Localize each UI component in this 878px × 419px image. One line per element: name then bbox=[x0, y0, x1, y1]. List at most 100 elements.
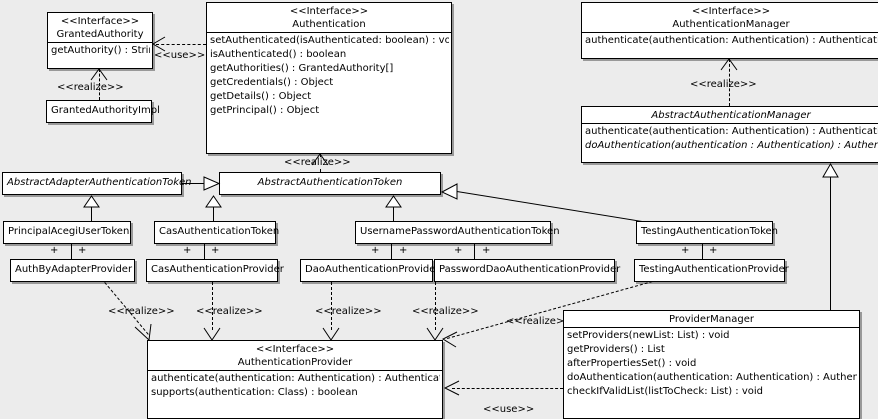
use-arrowhead-granted-authority bbox=[152, 36, 166, 52]
realize-arrowhead-password-dao-provider bbox=[426, 327, 444, 341]
association-line-cas bbox=[204, 244, 205, 259]
generalization-line-cas-token bbox=[213, 206, 214, 221]
class-cas-authentication-provider-header: CasAuthenticationProvider bbox=[147, 260, 284, 279]
class-authentication-provider[interactable]: <<Interface>> AuthenticationProvider aut… bbox=[147, 340, 443, 419]
class-provider-manager-methods: setProviders(newList: List) : void getPr… bbox=[564, 327, 859, 400]
generalization-arrowhead-cas-token bbox=[205, 195, 222, 208]
class-name: GrantedAuthority bbox=[56, 29, 144, 40]
method-set-authenticated: setAuthenticated(isAuthenticated: boolea… bbox=[210, 35, 449, 46]
class-abstract-authentication-manager[interactable]: AbstractAuthenticationManager authentica… bbox=[581, 106, 878, 163]
class-name: AbstractAuthenticationToken bbox=[257, 177, 403, 188]
class-authentication-header: <<Interface>> Authentication bbox=[207, 3, 451, 32]
class-name: AuthByAdapterProvider bbox=[15, 264, 133, 275]
class-testing-authentication-token-header: TestingAuthenticationToken bbox=[637, 222, 779, 241]
class-granted-authority-impl[interactable]: GrantedAuthorityImpl bbox=[46, 100, 160, 123]
class-granted-authority[interactable]: <<Interface>> GrantedAuthority getAuthor… bbox=[47, 12, 153, 69]
class-abstract-authentication-token[interactable]: AbstractAuthenticationToken bbox=[219, 172, 441, 195]
use-label-provider-manager: <<use>> bbox=[483, 404, 535, 415]
association-plus-upat-dao: + bbox=[371, 245, 380, 256]
class-cas-authentication-provider[interactable]: CasAuthenticationProvider bbox=[146, 259, 284, 282]
association-plus-testing-token: + bbox=[681, 245, 690, 256]
realize-arrowhead-cas-provider bbox=[203, 327, 221, 341]
use-line-provider-manager bbox=[452, 388, 563, 389]
class-authentication-manager-methods: authenticate(authentication: Authenticat… bbox=[582, 32, 878, 49]
class-password-dao-authentication-provider-header: PasswordDaoAuthenticationProvider bbox=[435, 260, 620, 279]
generalization-line-provider-manager bbox=[830, 177, 831, 310]
class-name: UsernamePasswordAuthenticationToken bbox=[360, 226, 560, 237]
method-get-authorities: getAuthorities() : GrantedAuthority[] bbox=[210, 63, 394, 74]
use-line-authentication-granted-authority bbox=[156, 44, 206, 45]
class-abstract-authentication-manager-methods: authenticate(authentication: Authenticat… bbox=[582, 123, 878, 154]
method-is-authenticated: isAuthenticated() : boolean bbox=[210, 49, 347, 60]
association-line-testing bbox=[702, 244, 703, 259]
class-cas-authentication-token[interactable]: CasAuthenticationToken bbox=[154, 221, 280, 244]
class-name: CasAuthenticationProvider bbox=[151, 264, 284, 275]
class-testing-authentication-token[interactable]: TestingAuthenticationToken bbox=[636, 221, 779, 244]
class-name: GrantedAuthorityImpl bbox=[51, 105, 160, 116]
realize-arrowhead-granted-authority-impl bbox=[90, 68, 108, 81]
class-provider-manager[interactable]: ProviderManager setProviders(newList: Li… bbox=[563, 310, 860, 419]
class-username-password-authentication-token-header: UsernamePasswordAuthenticationToken bbox=[356, 222, 560, 241]
class-granted-authority-impl-header: GrantedAuthorityImpl bbox=[47, 101, 160, 120]
method-get-principal: getPrincipal() : Object bbox=[210, 105, 320, 116]
realize-label-abstract-authentication-manager: <<realize>> bbox=[690, 79, 757, 90]
realize-line-granted-authority-impl bbox=[99, 69, 100, 100]
realize-label-cas-provider: <<realize>> bbox=[196, 306, 263, 317]
class-name: TestingAuthenticationToken bbox=[641, 226, 779, 237]
realize-arrowhead-dao-provider bbox=[322, 327, 340, 341]
class-abstract-adapter-authentication-token[interactable]: AbstractAdapterAuthenticationToken bbox=[2, 172, 192, 195]
realize-arrowhead-abstract-authentication-manager bbox=[720, 58, 738, 71]
class-authentication-manager-header: <<Interface>> AuthenticationManager bbox=[582, 3, 878, 32]
generalization-line-username-password-token bbox=[393, 206, 394, 221]
realize-label-dao-provider: <<realize>> bbox=[315, 306, 382, 317]
realize-label-granted-authority-impl: <<realize>> bbox=[57, 82, 124, 93]
method-authenticate: authenticate(authentication: Authenticat… bbox=[585, 35, 878, 46]
class-name: CasAuthenticationToken bbox=[159, 226, 280, 237]
class-authentication[interactable]: <<Interface>> Authentication setAuthenti… bbox=[206, 2, 452, 154]
stereotype-interface: <<Interface>> bbox=[289, 6, 369, 17]
realize-arrowhead-testing-provider bbox=[441, 331, 458, 348]
association-plus-testing-provider: + bbox=[709, 245, 718, 256]
class-cas-authentication-token-header: CasAuthenticationToken bbox=[155, 222, 280, 241]
class-auth-by-adapter-provider-header: AuthByAdapterProvider bbox=[11, 260, 134, 279]
class-dao-authentication-provider-header: DaoAuthenticationProvider bbox=[301, 260, 440, 279]
stereotype-interface: <<Interface>> bbox=[60, 16, 140, 27]
method-set-providers: setProviders(newList: List) : void bbox=[567, 330, 730, 341]
class-authentication-methods: setAuthenticated(isAuthenticated: boolea… bbox=[207, 32, 451, 119]
generalization-line-adapter-token bbox=[182, 183, 204, 184]
realize-line-dao-provider bbox=[331, 282, 332, 330]
association-line-passworddao bbox=[474, 244, 475, 259]
generalization-line-principal-acegi bbox=[91, 206, 92, 221]
class-abstract-authentication-manager-header: AbstractAuthenticationManager bbox=[582, 107, 878, 123]
class-granted-authority-methods: getAuthority() : String bbox=[48, 42, 152, 59]
use-label-authentication-granted-authority: <<use>> bbox=[154, 50, 206, 61]
class-auth-by-adapter-provider[interactable]: AuthByAdapterProvider bbox=[10, 259, 135, 282]
generalization-arrowhead-adapter-token bbox=[203, 176, 221, 191]
class-password-dao-authentication-provider[interactable]: PasswordDaoAuthenticationProvider bbox=[434, 259, 620, 282]
method-get-providers: getProviders() : List bbox=[567, 344, 665, 355]
realize-label-abstract-authentication-token: <<realize>> bbox=[283, 157, 352, 168]
class-name: AuthenticationProvider bbox=[237, 357, 353, 368]
class-principal-acegi-user-token[interactable]: PrincipalAcegiUserToken bbox=[3, 221, 131, 244]
realize-line-password-dao-provider bbox=[435, 282, 436, 330]
method-get-authority: getAuthority() : String bbox=[51, 45, 150, 56]
method-authenticate: authenticate(authentication: Authenticat… bbox=[585, 126, 878, 137]
stereotype-interface: <<Interface>> bbox=[691, 6, 771, 17]
class-name: PrincipalAcegiUserToken bbox=[8, 226, 130, 237]
class-username-password-authentication-token[interactable]: UsernamePasswordAuthenticationToken bbox=[355, 221, 560, 244]
class-dao-authentication-provider[interactable]: DaoAuthenticationProvider bbox=[300, 259, 440, 282]
class-authentication-provider-methods: authenticate(authentication: Authenticat… bbox=[148, 370, 442, 401]
class-abstract-adapter-authentication-token-header: AbstractAdapterAuthenticationToken bbox=[3, 173, 192, 192]
class-name: TestingAuthenticationProvider bbox=[639, 264, 789, 275]
class-testing-authentication-provider[interactable]: TestingAuthenticationProvider bbox=[634, 259, 789, 282]
method-do-authentication: doAuthentication(authentication: Authent… bbox=[567, 372, 857, 383]
stereotype-interface: <<Interface>> bbox=[255, 344, 335, 355]
method-do-authentication: doAuthentication(authentication : Authen… bbox=[585, 140, 878, 151]
association-line-dao bbox=[391, 244, 392, 259]
generalization-line-testing-token bbox=[456, 191, 645, 223]
class-name: DaoAuthenticationProvider bbox=[305, 264, 440, 275]
class-authentication-manager[interactable]: <<Interface>> AuthenticationManager auth… bbox=[581, 2, 878, 59]
method-authenticate: authenticate(authentication: Authenticat… bbox=[151, 373, 440, 384]
method-get-details: getDetails() : Object bbox=[210, 91, 312, 102]
